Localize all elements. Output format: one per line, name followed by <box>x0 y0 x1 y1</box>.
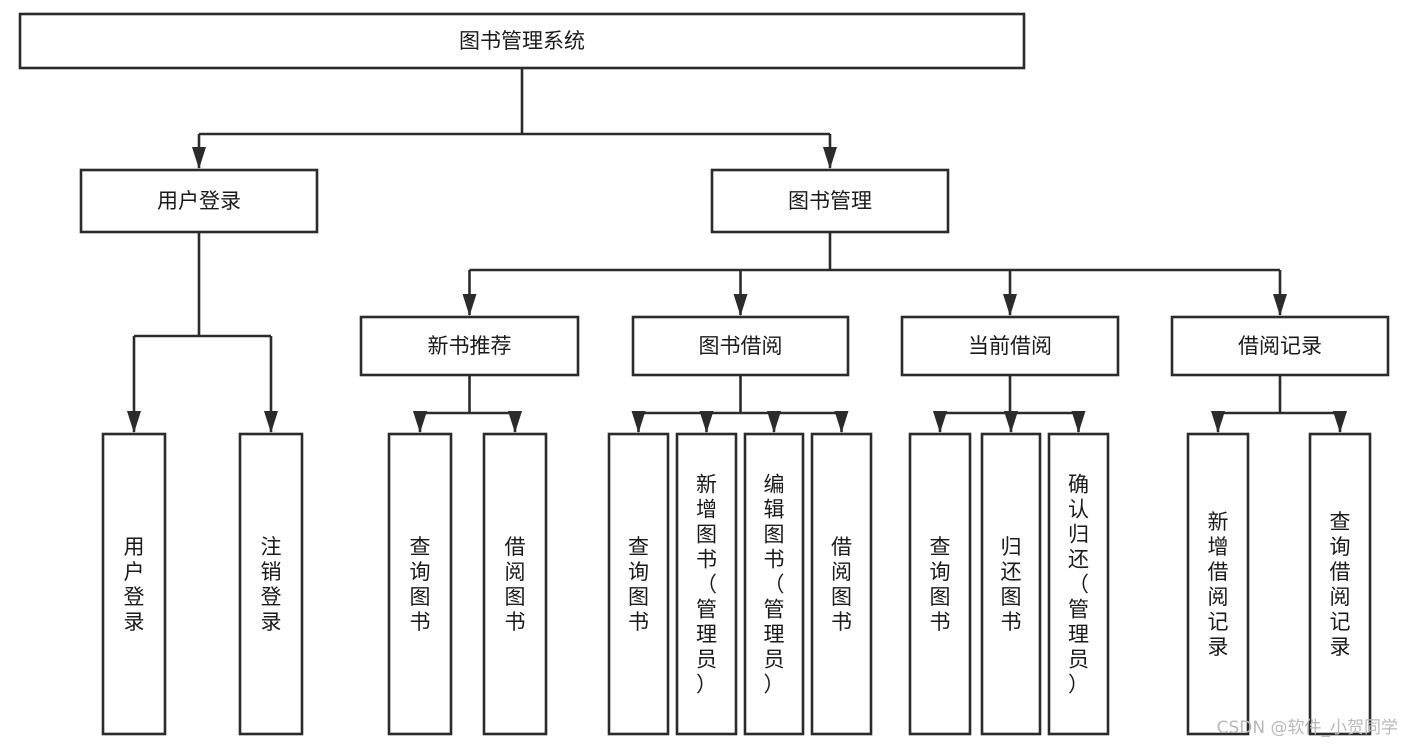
node-leaf-图书借阅-新增图书（管理员）[interactable]: 新增图书（管理员） <box>675 432 738 736</box>
node-label: 查询图书 <box>628 535 649 634</box>
node-label: 查询图书 <box>410 535 431 634</box>
node-leaf-图书借阅-借阅图书[interactable]: 借阅图书 <box>810 432 873 736</box>
arrow-head-icon <box>1211 411 1225 433</box>
node-leaf-新书推荐-借阅图书[interactable]: 借阅图书 <box>482 432 548 736</box>
arrow-head-icon <box>733 294 748 316</box>
node-label: 用户登录 <box>157 189 241 213</box>
node-label: 图书管理 <box>788 189 872 213</box>
arrow-head-icon <box>1333 411 1347 433</box>
connector-layer <box>127 68 1347 433</box>
node-level3-新书推荐[interactable]: 新书推荐 <box>359 315 580 377</box>
node-label: 图书管理系统 <box>459 29 585 53</box>
node-label: 编辑图书（管理员） <box>764 473 785 697</box>
arrow-head-icon <box>508 411 522 433</box>
arrow-head-icon <box>823 147 837 169</box>
arrow-head-icon <box>834 411 849 433</box>
node-level3-图书借阅[interactable]: 图书借阅 <box>631 315 850 377</box>
arrow-head-icon <box>699 411 714 433</box>
node-label: 借阅记录 <box>1238 334 1322 358</box>
node-leaf-借阅记录-新增借阅记录[interactable]: 新增借阅记录 <box>1186 432 1250 736</box>
arrow-head-icon <box>1071 411 1086 433</box>
csdn-watermark: CSDN @软件_小贺同学 <box>1217 718 1398 738</box>
node-label: 借阅图书 <box>831 535 852 634</box>
node-label: 用户登录 <box>124 535 145 634</box>
node-label: 查询借阅记录 <box>1330 510 1351 659</box>
node-leaf-当前借阅-归还图书[interactable]: 归还图书 <box>980 432 1042 736</box>
arrow-head-icon <box>1273 294 1287 316</box>
node-level3-借阅记录[interactable]: 借阅记录 <box>1170 315 1390 377</box>
node-label: 图书借阅 <box>699 334 783 358</box>
arrow-head-icon <box>264 411 278 433</box>
arrow-head-icon <box>933 411 947 433</box>
node-level2-用户登录[interactable]: 用户登录 <box>79 168 319 234</box>
node-leaf-图书借阅-编辑图书（管理员）[interactable]: 编辑图书（管理员） <box>743 432 805 736</box>
node-leaf-用户登录-用户登录[interactable]: 用户登录 <box>101 432 167 736</box>
node-layer: 图书管理系统用户登录图书管理新书推荐图书借阅当前借阅借阅记录用户登录注销登录查询… <box>18 12 1390 736</box>
node-label: 归还图书 <box>1001 535 1022 634</box>
node-label: 确认归还（管理员） <box>1068 473 1089 697</box>
arrow-head-icon <box>1003 294 1017 316</box>
node-label: 查询图书 <box>930 535 951 634</box>
node-label: 新书推荐 <box>428 334 512 358</box>
node-label: 注销登录 <box>261 535 282 634</box>
node-label: 借阅图书 <box>505 535 526 634</box>
arrow-head-icon <box>767 411 781 433</box>
arrow-head-icon <box>1004 411 1018 433</box>
node-leaf-用户登录-注销登录[interactable]: 注销登录 <box>238 432 304 736</box>
node-label: 新增图书（管理员） <box>696 473 717 697</box>
node-root-图书管理系统[interactable]: 图书管理系统 <box>18 12 1026 70</box>
node-leaf-当前借阅-确认归还（管理员）[interactable]: 确认归还（管理员） <box>1047 432 1110 736</box>
node-label: 当前借阅 <box>968 334 1052 358</box>
arrow-head-icon <box>127 411 141 433</box>
node-label: 新增借阅记录 <box>1208 510 1229 659</box>
node-leaf-新书推荐-查询图书[interactable]: 查询图书 <box>387 432 453 736</box>
arrow-head-icon <box>631 411 646 433</box>
arrow-head-icon <box>413 411 427 433</box>
node-level2-图书管理[interactable]: 图书管理 <box>710 168 950 234</box>
node-level3-当前借阅[interactable]: 当前借阅 <box>900 315 1120 377</box>
node-leaf-借阅记录-查询借阅记录[interactable]: 查询借阅记录 <box>1308 432 1372 736</box>
node-leaf-图书借阅-查询图书[interactable]: 查询图书 <box>607 432 670 736</box>
arrow-head-icon <box>462 294 477 316</box>
node-leaf-当前借阅-查询图书[interactable]: 查询图书 <box>908 432 972 736</box>
arrow-head-icon <box>192 147 206 169</box>
